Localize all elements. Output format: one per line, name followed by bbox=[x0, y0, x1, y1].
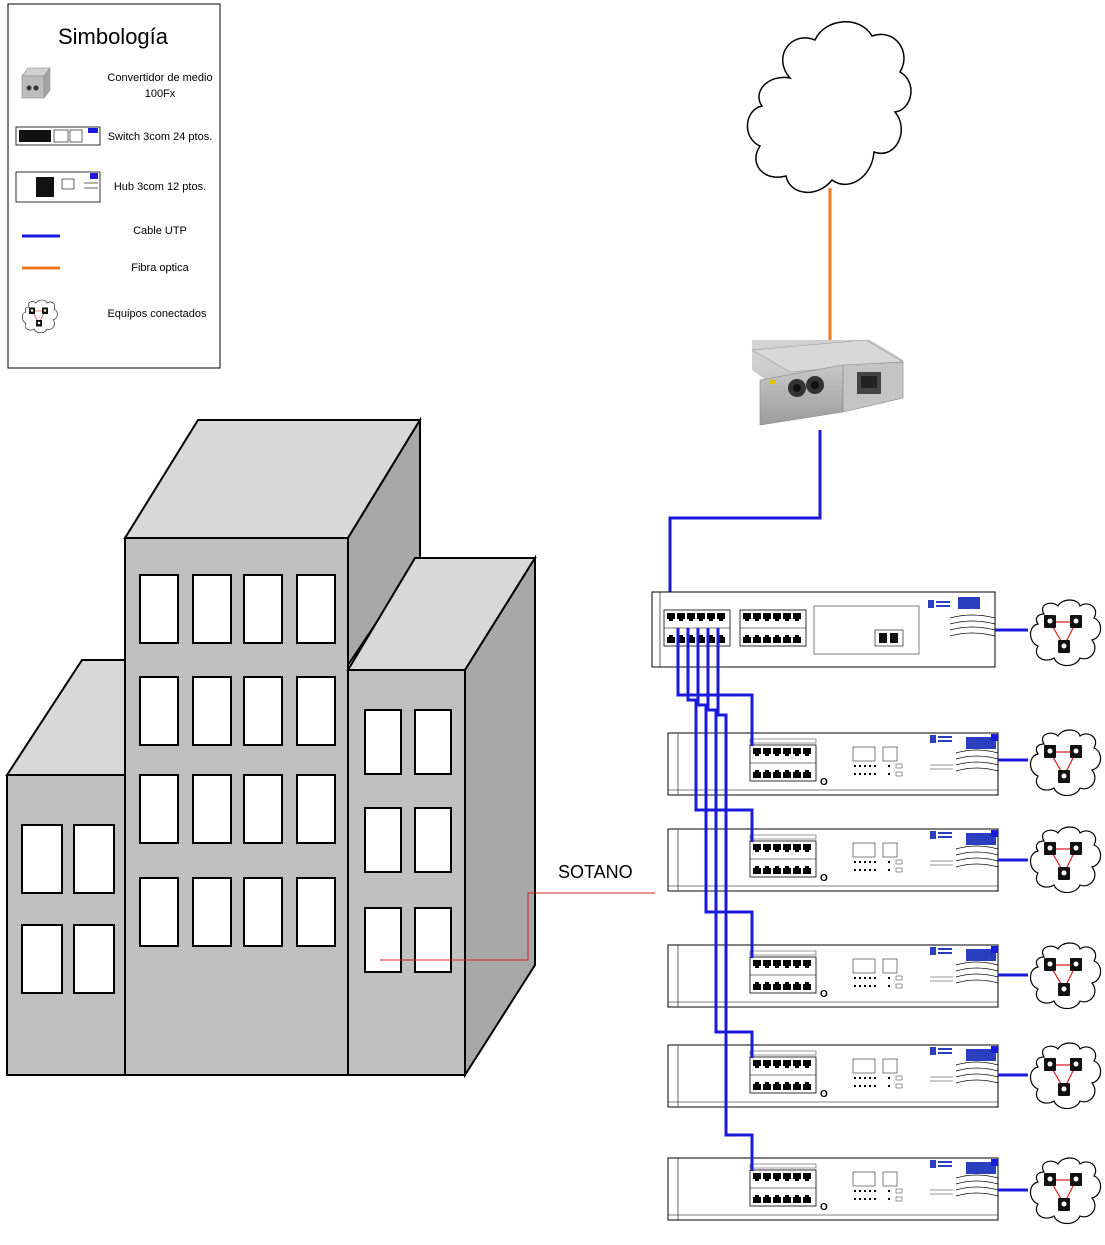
legend-label-converter-2: 100Fx bbox=[145, 88, 176, 100]
utp-converter-switch bbox=[670, 430, 820, 612]
legend-label-devices: Equipos conectados bbox=[107, 308, 207, 320]
sotano-label: SOTANO bbox=[558, 862, 633, 882]
legend-label-fiber: Fibra optica bbox=[131, 262, 189, 274]
connected-devices-icon bbox=[1031, 600, 1101, 666]
media-converter-icon bbox=[22, 68, 50, 98]
legend-label-converter-1: Convertidor de medio bbox=[107, 72, 212, 84]
legend-label-switch: Switch 3com 24 ptos. bbox=[108, 131, 213, 143]
connected-devices-icon bbox=[1031, 730, 1101, 796]
left-wing-roof bbox=[7, 660, 135, 775]
connected-devices-icon bbox=[1031, 827, 1101, 893]
media-converter-icon bbox=[752, 340, 903, 425]
hub-icon bbox=[16, 172, 100, 202]
connected-devices-icon bbox=[1031, 943, 1101, 1009]
connected-devices-icon bbox=[1031, 1043, 1101, 1109]
building-illustration bbox=[7, 420, 535, 1075]
legend-title: Simbología bbox=[58, 24, 169, 49]
hub-icon bbox=[668, 1045, 998, 1107]
hub-icon bbox=[668, 1158, 998, 1220]
legend-box: Simbología Convertidor de medio 100Fx Sw… bbox=[8, 4, 220, 368]
switch-icon bbox=[652, 592, 995, 667]
connected-devices-icon bbox=[1031, 1158, 1101, 1224]
legend-label-hub: Hub 3com 12 ptos. bbox=[114, 181, 206, 193]
utp-device-links bbox=[995, 630, 1028, 1190]
internet-cloud-icon bbox=[747, 22, 910, 193]
switch-icon bbox=[16, 127, 100, 145]
legend-label-utp: Cable UTP bbox=[133, 225, 187, 237]
